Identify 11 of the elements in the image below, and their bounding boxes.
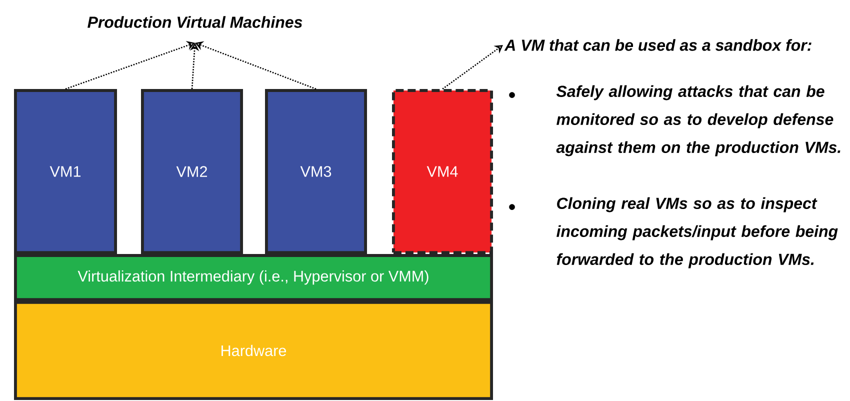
- vm-box: VM1: [14, 89, 117, 254]
- vm-box: VM4: [392, 89, 493, 254]
- bullet-text: Safely allowing attacks that can be monitored so as to develop defense against them on the production VMs.: [556, 85, 840, 156]
- heading: Production Virtual Machines: [88, 16, 302, 28]
- layer-band: Virtualization Intermediary (i.e., Hypervisor or VMM): [14, 254, 493, 301]
- layer-band: Hardware: [14, 301, 493, 400]
- vm-box: VM2: [141, 89, 243, 254]
- bullet-text: Cloning real VMs so as to inspect incoming packets/input before being forwarded to the production VMs.: [556, 197, 838, 268]
- arrow: [442, 45, 503, 90]
- vm-box: VM3: [265, 89, 367, 254]
- note-heading: A VM that can be used as a sandbox for:: [504, 39, 812, 51]
